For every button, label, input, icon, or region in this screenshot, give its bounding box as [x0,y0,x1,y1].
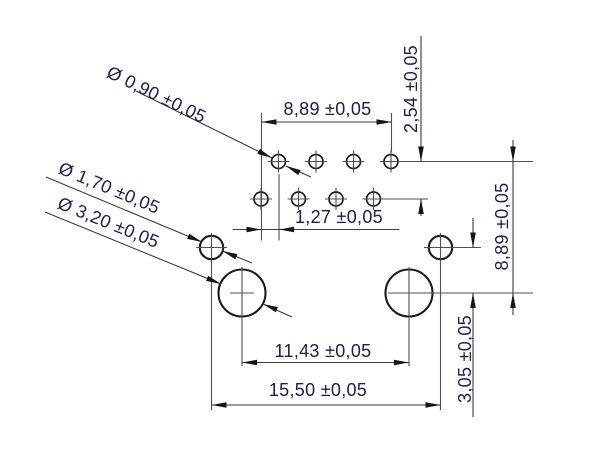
dim-right-span-label: 8,89 ±0,05 [492,182,512,271]
extension-lines [260,113,533,241]
pin-hole [362,188,385,210]
dim-row-gap-label: 2,54 ±0,05 [401,45,421,133]
pin-hole [287,188,310,210]
pin-hole-grid [250,150,402,210]
small-mount-hole-right [424,233,481,410]
leader-pin-hole [135,90,312,178]
large-mount-hole-left [217,267,267,366]
large-mount-hole-right [384,267,533,366]
pin-hole [342,150,365,173]
dim-mount-gap-label: 3,05 ±0,05 [455,315,475,403]
leader-large-mount [44,211,293,318]
pin-hole [305,150,327,173]
leader-lines [44,90,312,318]
small-mount-hole-left [196,233,227,410]
pin-hole [325,188,347,210]
pin-hole [250,188,272,210]
pin-hole [380,150,402,173]
pin-hole [267,150,290,173]
dim-small-mount-span-label: 15,50 ±0,05 [268,380,368,400]
dim-large-mount-span-label: 11,43 ±0,05 [274,341,372,361]
dimension-lines [211,36,516,417]
dim-stagger-label: 1,27 ±0,05 [295,207,383,227]
leader-small-mount [45,176,253,264]
dim-top-span-label: 8,89 ±0,05 [283,99,372,119]
mounting-holes [196,233,533,410]
